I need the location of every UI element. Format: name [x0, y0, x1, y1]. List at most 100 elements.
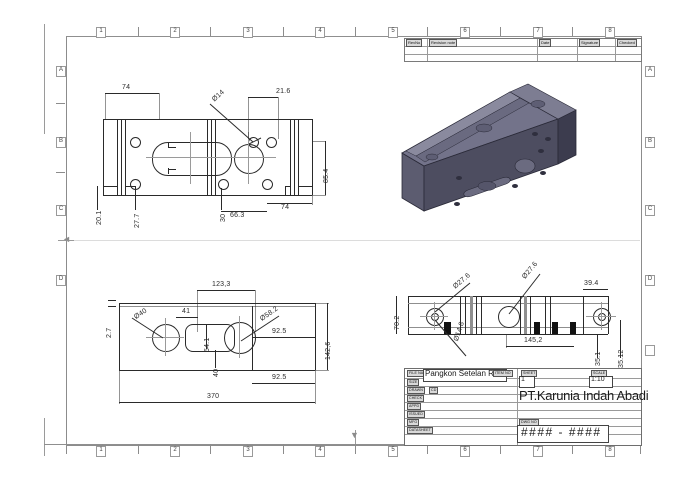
rev-header-note: Revision note: [429, 39, 458, 47]
ext-line: [248, 97, 249, 139]
dim-line-85-4: [325, 141, 326, 195]
zone-label-top-5: 5: [388, 27, 398, 38]
zone-tick: [210, 27, 211, 36]
ext-line: [119, 370, 120, 404]
ext-line: [197, 290, 198, 332]
dim-line-41: [176, 317, 198, 318]
tb-company-name: PT.Karunia Indah Abadi: [519, 388, 649, 403]
zone-label-top-2: 2: [170, 27, 180, 38]
tb-label-issued: ISSUED: [407, 411, 425, 418]
ext-line: [315, 303, 329, 304]
zone-label-bottom-1: 1: [96, 446, 106, 457]
top-outline-top: [119, 303, 315, 304]
zone-tick: [572, 444, 573, 454]
center-line-horizontal: [66, 240, 640, 241]
side-boss-right: [593, 308, 611, 326]
dim-line-30: [221, 188, 222, 210]
ext-line: [312, 195, 313, 205]
tb-part-name: Pangkon Setelan Roll: [425, 369, 502, 378]
dimension-41: 41: [182, 308, 191, 315]
dimension-123-3: 123,3: [212, 281, 231, 288]
front-bolt-hole: [218, 179, 229, 190]
dimension-30: 30: [220, 213, 227, 222]
leader-d58-2: [240, 315, 280, 342]
sheet-left-edge-top: [44, 24, 45, 134]
side-slot-filled: [534, 322, 540, 334]
dimension-66-3: 66.3: [230, 212, 245, 219]
center-mark-bottom-arrow: ▼: [350, 430, 359, 440]
zone-label-bottom-3: 3: [243, 446, 253, 457]
front-foot-step: [285, 186, 290, 187]
zone-label-right-A: A: [645, 66, 655, 77]
zone-label-left-A: A: [56, 66, 66, 77]
front-bolt-hole: [130, 137, 141, 148]
ext-line: [506, 334, 507, 348]
zone-label-right-E: [645, 345, 655, 356]
front-foot-step: [103, 186, 117, 187]
center-mark-left: [58, 240, 74, 241]
center-mark-bottom: [355, 430, 356, 444]
top-centerline-v2: [239, 316, 240, 358]
dim-line-142-6: [327, 303, 328, 370]
side-rib: [530, 296, 531, 334]
tb-col-main: [517, 369, 518, 445]
revision-block: RevNo Revision note Date Signature Check…: [404, 38, 642, 62]
zone-tick: [210, 444, 211, 454]
dimension-74-bottom: 74: [281, 204, 290, 211]
zone-label-left-D: D: [56, 275, 66, 286]
zone-tick: [138, 444, 139, 454]
front-rib-line: [294, 119, 295, 195]
dim-line-92-5-upper: [252, 337, 315, 338]
dim-line-35-1: [597, 334, 598, 358]
dim-line-92-5-lower: [252, 383, 315, 384]
front-pocket-notch: [168, 147, 176, 148]
dimension-74-top: 74: [122, 84, 131, 91]
leader-d14: [209, 103, 262, 145]
top-outline-right: [315, 303, 316, 370]
rev-header-signature: Signature: [579, 39, 601, 47]
front-round-pocket: [234, 144, 264, 174]
zone-tick: [427, 444, 428, 454]
ext-line: [159, 93, 160, 119]
zone-label-bottom-7: 7: [533, 446, 543, 457]
ext-line: [312, 195, 326, 196]
side-rib: [460, 296, 461, 334]
dim-line-2-7b: [108, 306, 116, 307]
tb-sheet-box: [519, 376, 535, 388]
front-foot-step: [285, 186, 286, 195]
dim-line-70-2: [396, 296, 397, 334]
zone-tick: [66, 444, 67, 454]
tb-divider: [405, 418, 641, 419]
dim-line-370: [119, 402, 315, 403]
zone-label-bottom-5: 5: [388, 446, 398, 457]
zone-tick: [355, 27, 356, 36]
dimension-21-6: 21.6: [276, 88, 291, 95]
dim-line-39-4: [583, 289, 608, 290]
side-rib: [524, 296, 527, 334]
dimension-54-1: 54.1: [204, 337, 211, 352]
rev-header-date: Date: [539, 39, 552, 47]
tb-label-drawn: DRAWN: [407, 387, 425, 394]
zone-tick: [138, 27, 139, 36]
rev-divider: [405, 46, 641, 47]
side-bore-right: [598, 313, 606, 321]
top-outline-left: [119, 303, 120, 370]
zone-label-top-3: 3: [243, 27, 253, 38]
front-outline-bottom: [103, 195, 312, 196]
frame-bottom-line: [44, 444, 640, 445]
side-rib: [476, 296, 477, 334]
front-centerline-v: [190, 132, 191, 184]
tb-dwg-no-value: #### - ####: [521, 425, 602, 439]
leader-d40: [131, 317, 164, 339]
zone-label-top-4: 4: [315, 27, 325, 38]
leader-d27-6-left: [434, 282, 471, 313]
tb-label-size: SIZE: [407, 379, 420, 386]
tb-value-drawn: CD: [429, 387, 439, 394]
zone-tick: [572, 27, 573, 36]
dim-line-27-7: [135, 188, 136, 210]
rev-col: [537, 39, 538, 61]
dim-line-35-12: [620, 320, 621, 358]
rev-header-checked: Checked: [617, 39, 637, 47]
side-rib: [481, 296, 482, 334]
